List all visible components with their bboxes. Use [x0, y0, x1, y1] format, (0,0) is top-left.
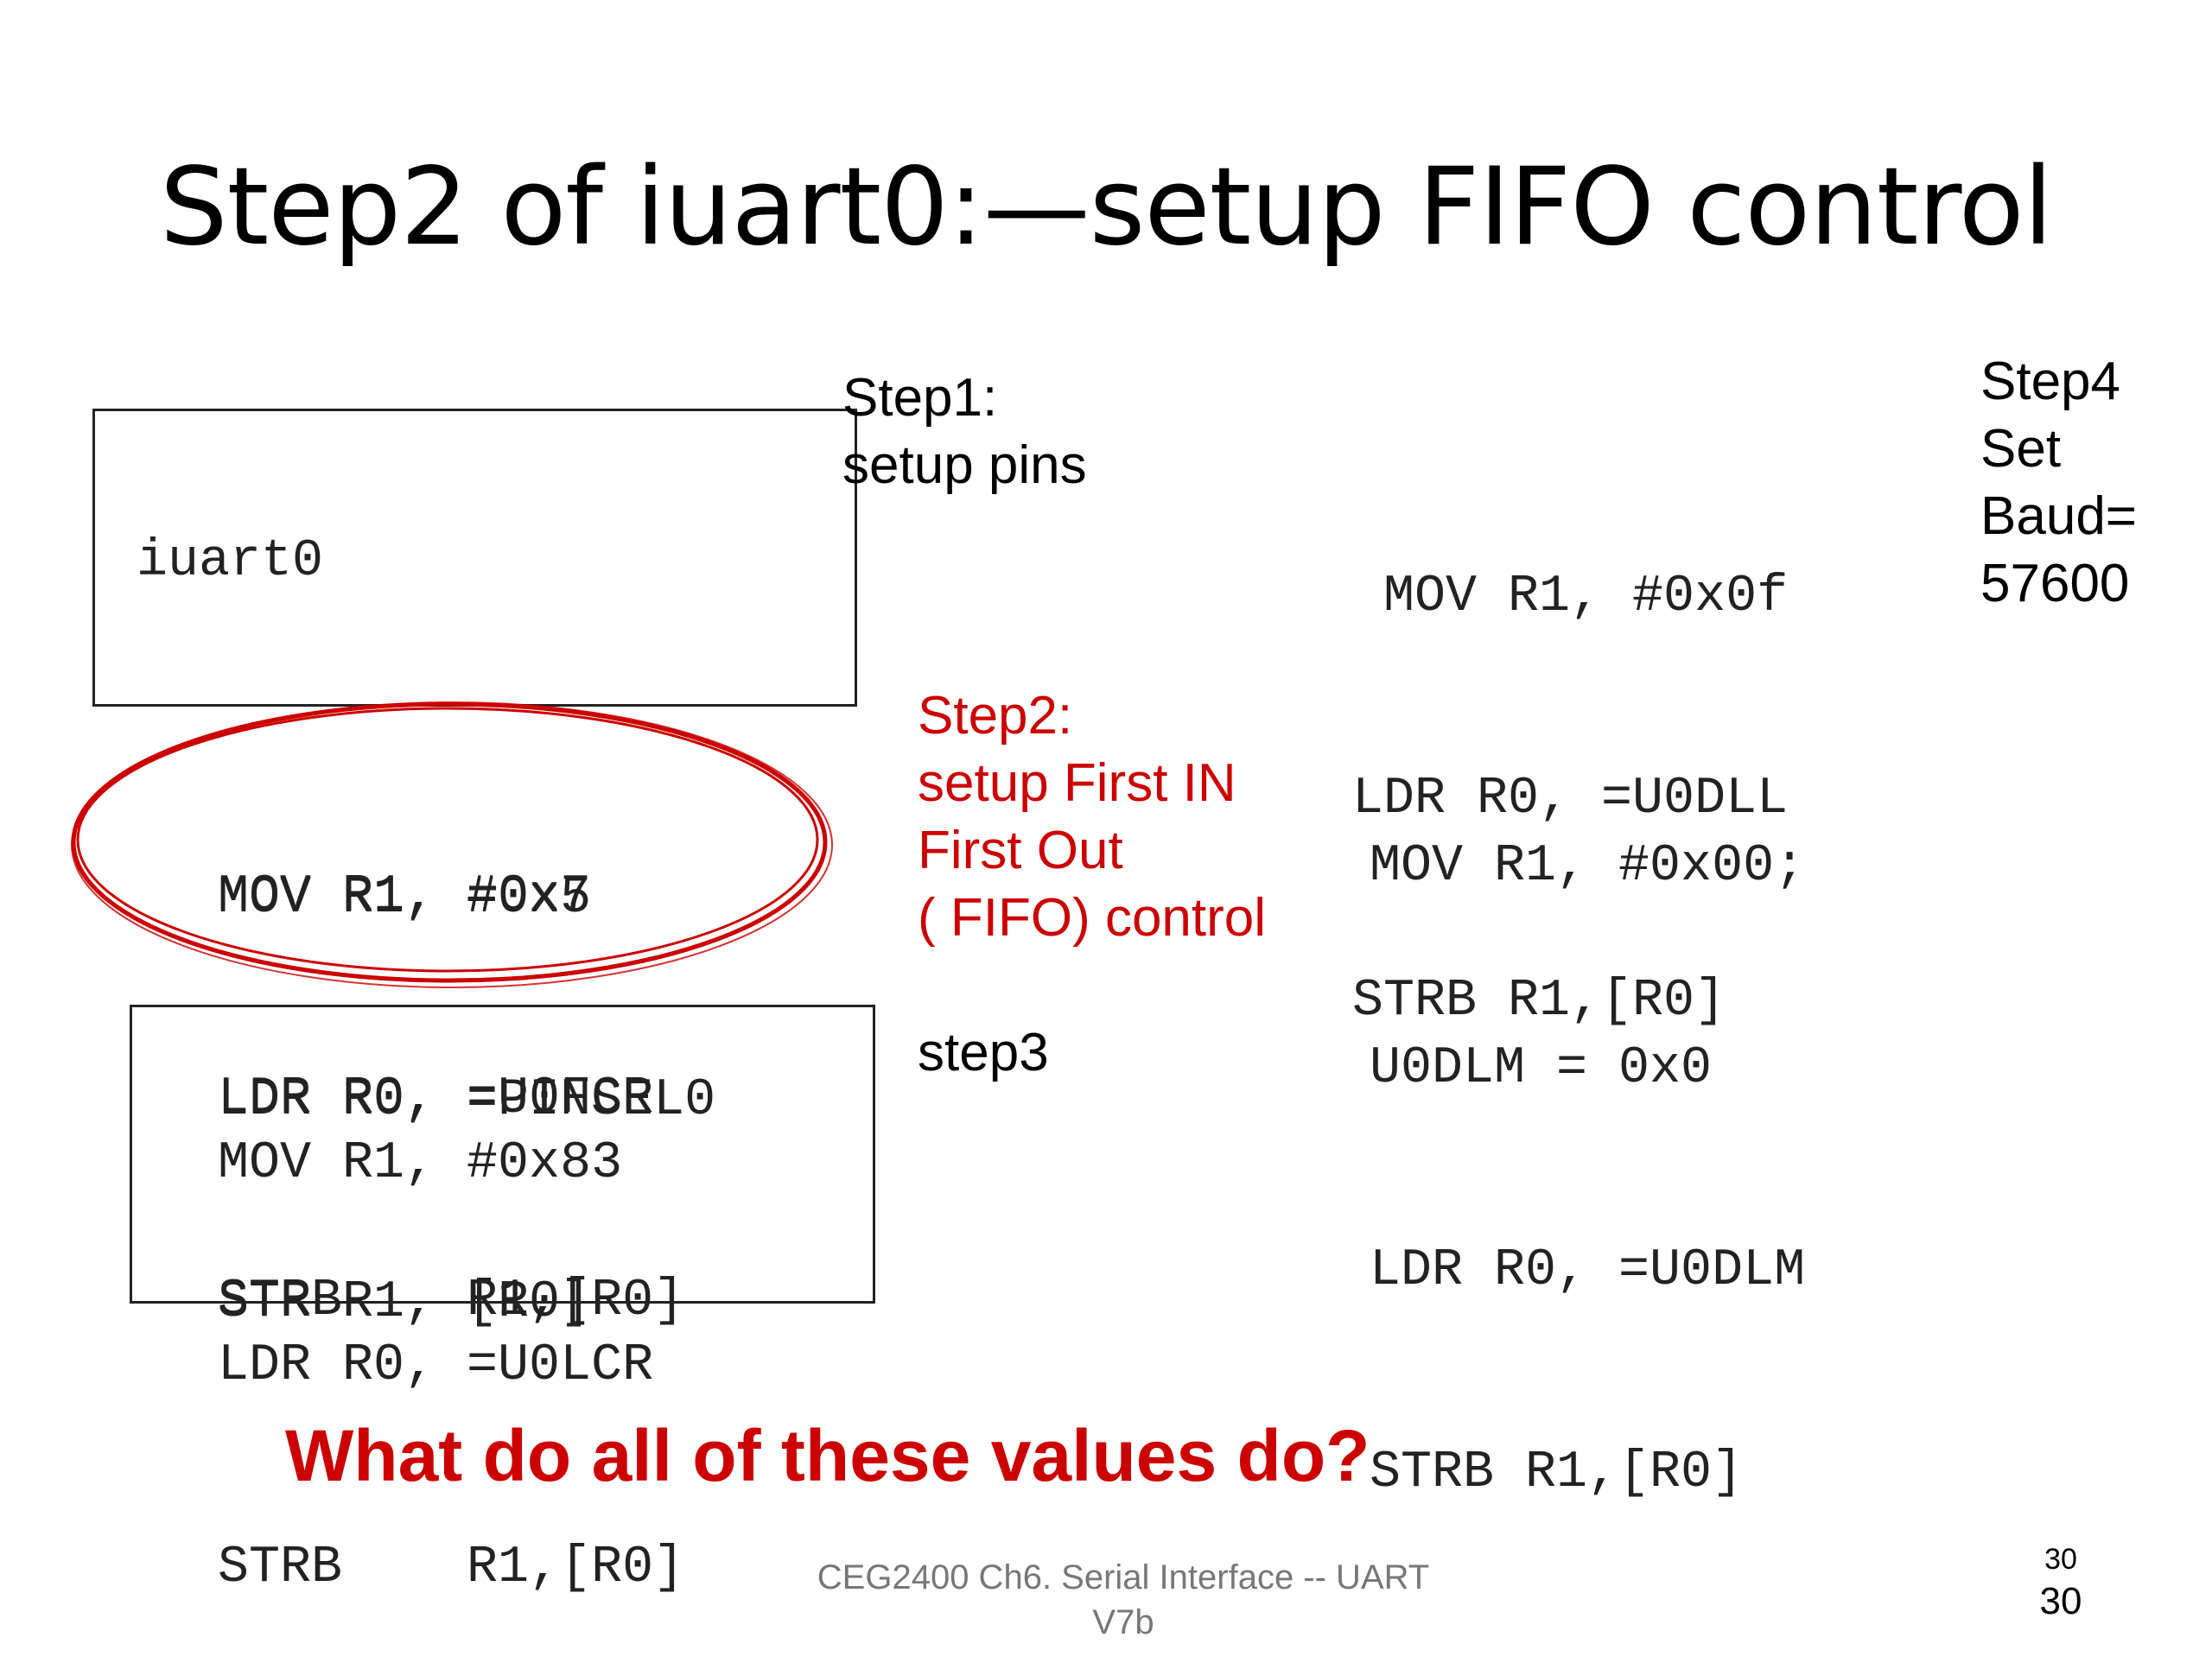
highlight-ellipse [71, 701, 833, 988]
question-text: What do all of these values do? [285, 1415, 1370, 1496]
label-step4: Step4 Set Baud= 57600 [1980, 348, 2137, 618]
label-line: Baud= [1980, 486, 2138, 546]
footer-line: V7b [1092, 1603, 1154, 1641]
label-step1: Step1: setup pins [842, 365, 1087, 499]
label-step3: step3 [918, 1023, 1049, 1082]
label-line: First Out [918, 821, 1123, 880]
label-step2: Step2: setup First IN First Out ( FIFO) … [918, 682, 1266, 952]
code-line: MOV R1, #0x7 [218, 867, 592, 926]
label-line: setup pins [842, 435, 1087, 495]
label-line: Step4 [1980, 352, 2121, 411]
footer-text: CEG2400 Ch6. Serial Interface -- UART V7… [760, 1555, 1486, 1645]
code-block-step2: MOV R1, #0x7 LDR R0, =U0FCR STRB R1,[R0] [218, 728, 684, 1402]
label-line: Set [1980, 419, 2062, 479]
label-line: Step1: [842, 368, 998, 428]
code-line: STRB R1,[R0] [218, 1539, 685, 1597]
label-line: Step2: [918, 686, 1073, 746]
code-line: LDR R0, =U0FCR [218, 1069, 654, 1128]
code-line: MOV R1, #0x00; [1370, 837, 1806, 896]
code-line: STRB R1,[R0] [1370, 1444, 1744, 1502]
label-line: setup First IN [918, 753, 1236, 813]
code-line: STRB R1,[R0] [1352, 972, 1726, 1031]
code-line: LDR R0, =U0LCR [218, 1336, 654, 1395]
code-line: U0DLM = 0x0 [1370, 1039, 1713, 1098]
code-block-step3: MOV R1, #0x83 LDR R0, =U0LCR STRB R1,[R0… [218, 995, 684, 1669]
label-line: 57600 [1980, 554, 2130, 613]
code-line: MOV R1, #0x0f [1352, 568, 1789, 626]
page-number-small: 30 [2044, 1543, 2077, 1576]
code-box-step3 [130, 1005, 875, 1304]
code-line: MOV R1, #0x5 [218, 869, 592, 928]
code-header-iuart0: iuart0 [137, 532, 324, 591]
code-line: MOV R1, #0x83 [218, 1134, 623, 1193]
page-number: 30 [2039, 1580, 2082, 1622]
code-line: LDR R0, =U0DLL [1352, 770, 1789, 828]
label-line: ( FIFO) control [918, 888, 1267, 948]
footer-line: CEG2400 Ch6. Serial Interface -- UART [817, 1558, 1430, 1596]
slide-title: Step2 of iuart0:—setup FIFO control [159, 145, 2053, 270]
code-line: LDR R0, =U0DLM [1370, 1241, 1806, 1300]
code-line: LDR R0, =PINSEL0 [218, 1071, 716, 1130]
code-block-step4-dlm: MOV R1, #0x00; U0DLM = 0x0 LDR R0, =U0DL… [1370, 698, 1805, 1574]
code-block-step4-dll: MOV R1, #0x0f LDR R0, =U0DLL STRB R1,[R0… [1352, 428, 1788, 1102]
